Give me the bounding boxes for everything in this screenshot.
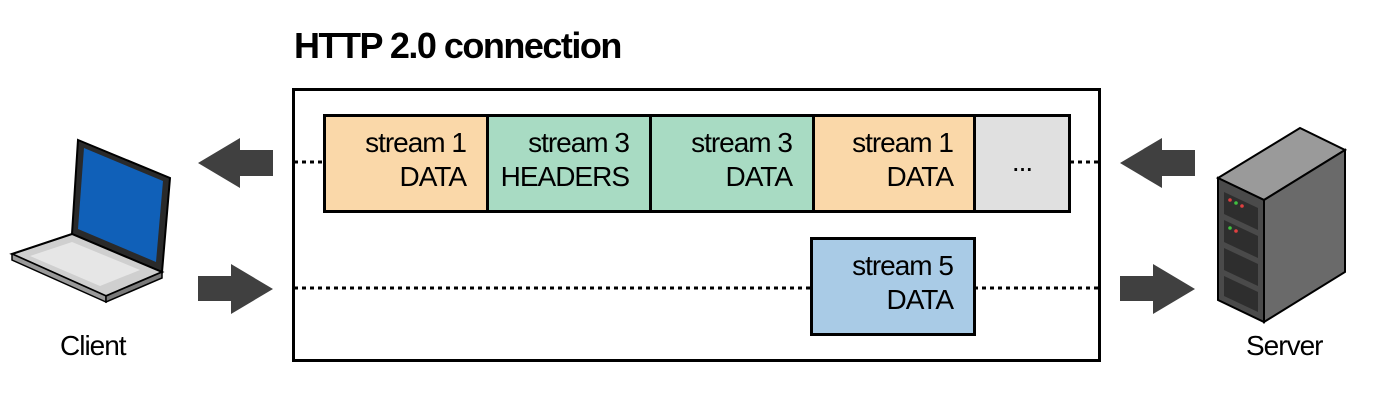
frame-type-label: DATA [399,161,467,192]
arrow-right-icon [198,264,273,314]
frame-type-label: DATA [886,161,954,192]
server-label: Server [1246,330,1323,361]
frame-stream3-data: stream 3 DATA [649,114,815,213]
server-icon [1215,126,1348,324]
laptop-icon [9,138,172,304]
frame-stream-label: stream 3 [528,127,630,158]
frame-type-label: DATA [725,161,793,192]
frame-type-label: DATA [886,284,954,315]
arrow-left-icon [1120,138,1195,188]
frame-ellipsis: ... [973,114,1071,213]
frame-stream-label: stream 1 [365,127,467,158]
frame-stream1-data-second: stream 1 DATA [812,114,976,213]
http2-connection-box [292,88,1101,362]
frame-stream1-data: stream 1 DATA [323,114,489,213]
client-label: Client [60,330,127,361]
frame-type-label: HEADERS [500,161,630,192]
frame-stream3-headers: stream 3 HEADERS [486,114,652,213]
arrow-left-icon [198,138,273,188]
frame-stream-label: stream 1 [852,127,954,158]
diagram-title: HTTP 2.0 connection [294,25,622,66]
frame-stream-label: stream 5 [852,250,954,281]
frame-stream-label: stream 3 [691,127,793,158]
ellipsis-label: ... [1011,146,1033,177]
frame-stream5-data: stream 5 DATA [810,237,976,336]
arrow-right-icon [1120,264,1195,314]
